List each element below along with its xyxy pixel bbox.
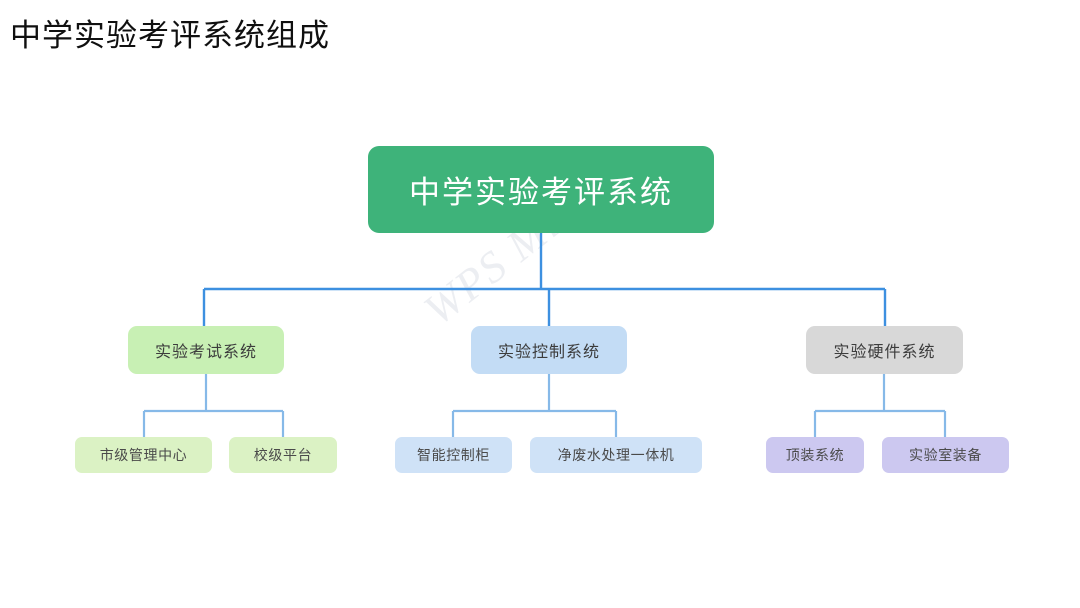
node-leaf-top-mounted-system[interactable]: 顶装系统: [766, 437, 864, 473]
node-root[interactable]: 中学实验考评系统: [368, 146, 714, 233]
page-title: 中学实验考评系统组成: [10, 18, 330, 53]
node-leaf-smart-control-cabinet[interactable]: 智能控制柜: [395, 437, 512, 473]
node-branch-exam-system[interactable]: 实验考试系统: [128, 326, 284, 374]
node-leaf-school-platform[interactable]: 校级平台: [229, 437, 337, 473]
node-leaf-wastewater-treatment-machine[interactable]: 净废水处理一体机: [530, 437, 702, 473]
node-branch-control-system[interactable]: 实验控制系统: [471, 326, 627, 374]
node-leaf-lab-equipment[interactable]: 实验室装备: [882, 437, 1009, 473]
node-leaf-city-management-center[interactable]: 市级管理中心: [75, 437, 212, 473]
node-branch-hardware-system[interactable]: 实验硬件系统: [806, 326, 963, 374]
